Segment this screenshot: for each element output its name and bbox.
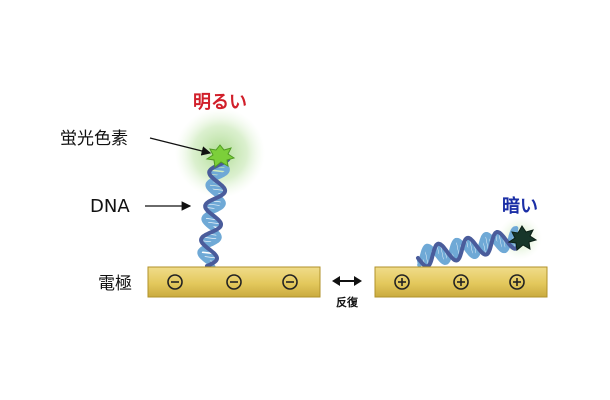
dna-strand-dark (416, 230, 522, 269)
label-bright: 明るい (193, 92, 247, 113)
label-repeat: 反復 (336, 295, 359, 309)
positive-charge-icon (394, 274, 410, 290)
fluorophore-dark-icon (507, 225, 538, 251)
positive-charge-icon (509, 274, 525, 290)
dna-strand-dark (199, 157, 231, 268)
label-dark: 暗い (502, 195, 538, 217)
negative-charge-icon (282, 274, 298, 290)
dna-helix-horizontal (416, 226, 522, 269)
label-fluorophore: 蛍光色素 (60, 129, 128, 149)
fluorophore-pointer-line (149, 137, 212, 156)
double-arrow-icon (332, 276, 362, 286)
positive-charge-icon (453, 274, 469, 290)
negative-charge-icon (226, 274, 242, 290)
dna-helix-vertical (197, 155, 231, 270)
negative-charge-icon (167, 274, 183, 290)
label-electrode: 電極 (98, 274, 132, 294)
label-dna: DNA (90, 196, 130, 217)
